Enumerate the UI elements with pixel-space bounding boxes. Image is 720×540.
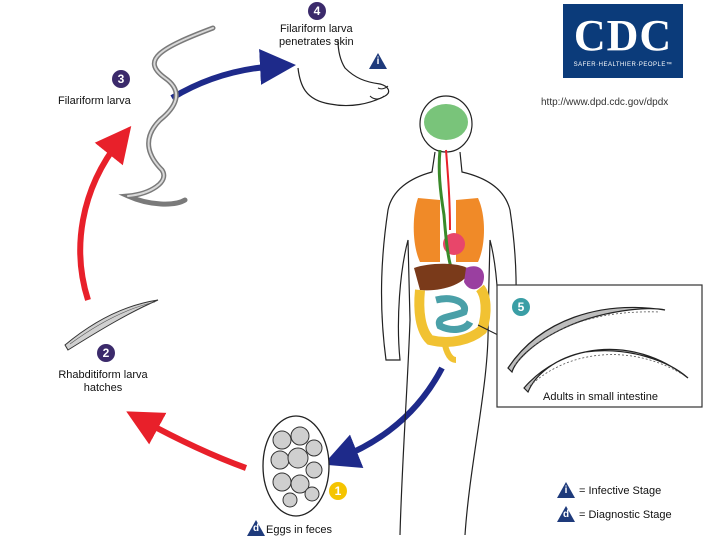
- step-3-label: Filariform larva: [58, 95, 131, 107]
- foot-icon: [297, 39, 390, 107]
- step-5-label: Adults in small intestine: [543, 391, 658, 403]
- adult-worm-2-icon: [523, 348, 689, 394]
- step-4-label: Filariform larva penetrates skin: [279, 23, 354, 48]
- adult-worm-1-icon: [507, 306, 666, 374]
- step-2-label: Rhabditiform larva hatches: [58, 369, 148, 394]
- legend-infective-icon: i: [557, 482, 575, 498]
- human-body-illustration: [380, 95, 517, 536]
- step-3-badge: 3: [112, 70, 130, 88]
- source-url: http://www.dpd.cdc.gov/dpdx: [541, 97, 669, 108]
- diagnostic-stage-marker-icon: d: [247, 520, 265, 536]
- step-4-badge: 4: [308, 2, 326, 20]
- infective-stage-marker-icon: i: [369, 53, 387, 69]
- cdc-logo-text: CDC: [573, 11, 673, 60]
- legend-diagnostic-icon: d: [557, 506, 575, 522]
- arrow-intestine-to-feces: [323, 366, 445, 469]
- cdc-logo-tagline: SAFER·HEALTHIER·PEOPLE™: [573, 62, 673, 68]
- legend-diagnostic-label: = Diagnostic Stage: [579, 509, 672, 521]
- legend-infective-label: = Infective Stage: [579, 485, 662, 497]
- step-5-badge: 5: [512, 298, 530, 316]
- arrow-egg-to-rhabditiform: [126, 411, 248, 471]
- step-1-label: Eggs in feces: [266, 524, 333, 536]
- filariform-larva-icon: [118, 25, 216, 207]
- legend: i = Infective Stage d = Diagnostic Stage: [557, 482, 717, 532]
- step-1-badge: 1: [329, 482, 347, 500]
- rhabditiform-larva-icon: [64, 299, 159, 351]
- step-2-badge: 2: [97, 344, 115, 362]
- arrow-rhabditiform-to-filariform: [77, 125, 132, 301]
- cdc-logo: CDC SAFER·HEALTHIER·PEOPLE™: [563, 4, 683, 78]
- arrow-filariform-to-skin: [170, 48, 296, 101]
